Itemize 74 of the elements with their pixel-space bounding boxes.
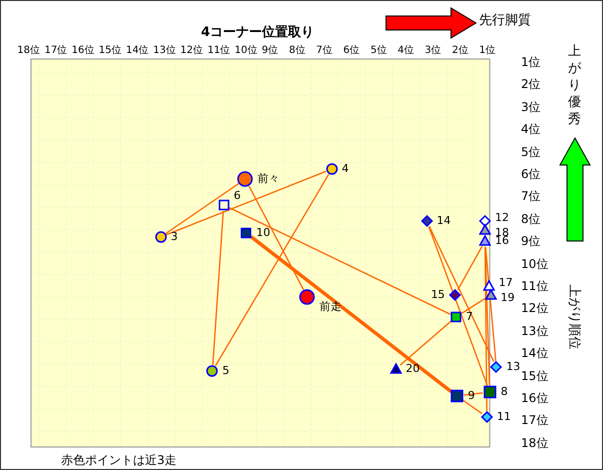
axis-note: 上がり順位	[566, 284, 582, 350]
point-label: 19	[500, 292, 515, 304]
point-label: 14	[436, 215, 451, 227]
axis-tick-label: 13位	[153, 44, 176, 57]
point-label: 11	[496, 411, 511, 423]
axis-tick-label: 7位	[521, 188, 541, 206]
axis-tick-label: 11位	[207, 44, 230, 57]
point-label: 10	[256, 227, 270, 239]
connector-line	[428, 226, 488, 386]
connector-line	[214, 174, 330, 366]
connector-line	[428, 226, 494, 362]
axis-tick-label: 11位	[521, 278, 548, 295]
axis-tick-label: 6位	[343, 44, 360, 57]
axis-tick-label: 2位	[521, 76, 541, 94]
axis-tick-label: 17位	[44, 44, 68, 57]
footnote: 赤色ポイントは近3走	[61, 452, 177, 469]
point-label: 8	[500, 386, 508, 398]
point-label: 20	[406, 363, 420, 375]
connector-line	[166, 170, 326, 236]
axis-tick-label: 10位	[234, 44, 258, 57]
axis-tick-label: 4位	[521, 121, 541, 138]
connector-line	[460, 298, 486, 314]
point-label: 17	[498, 277, 513, 289]
point-label: 5	[222, 365, 230, 377]
axis-note: 先行脚質	[479, 12, 531, 29]
axis-tick-label: 18位	[521, 434, 548, 452]
point-label: 16	[495, 235, 510, 247]
axis-tick-label: 5位	[521, 144, 541, 161]
point-label: 12	[495, 212, 510, 224]
point-label: 15	[430, 289, 445, 301]
axis-tick-label: 12位	[180, 44, 204, 57]
connector-line	[484, 246, 496, 362]
connector-line	[248, 186, 304, 290]
point-label: 7	[466, 311, 473, 323]
axis-tick-label: 14位	[521, 345, 548, 362]
connector-line	[165, 182, 240, 234]
axis-tick-label: 2位	[452, 44, 468, 57]
axis-tick-label: 6位	[521, 166, 541, 183]
axis-tick-label: 15位	[521, 368, 548, 385]
point-label: 4	[342, 163, 349, 175]
axis-tick-label: 10位	[521, 256, 548, 273]
connector-line	[484, 247, 488, 411]
connector-line	[462, 399, 482, 414]
axis-tick-label: 16位	[72, 44, 94, 57]
point-label: 13	[506, 361, 520, 373]
axis-tick-label: 9位	[262, 44, 278, 57]
connector-line	[250, 235, 452, 394]
axis-tick-label: 4位	[398, 44, 414, 57]
connector-line	[228, 207, 451, 315]
axis-tick-label: 12位	[521, 300, 548, 318]
point-label: 6	[234, 190, 241, 202]
axis-tick-label: 8位	[521, 210, 541, 228]
axis-tick-label: 8位	[288, 44, 306, 57]
axis-tick-label: 1位	[521, 54, 541, 71]
axis-tick-label: 14位	[126, 44, 149, 57]
axis-tick-label: 7位	[316, 44, 332, 57]
axis-tick-label: 9位	[521, 233, 541, 250]
connector-line	[212, 210, 224, 366]
axis-tick-label: 1位	[479, 44, 496, 57]
axis-tick-label: 18位	[17, 44, 40, 57]
axis-tick-label: 17位	[521, 412, 548, 430]
connector-line	[457, 246, 483, 290]
point-label: 3	[170, 231, 178, 243]
point-label: 前走	[319, 301, 342, 313]
axis-tick-label: 13位	[521, 322, 548, 340]
point-label: 前々	[257, 173, 280, 185]
axis-tick-label: 5位	[370, 44, 387, 57]
axis-tick-label: 16位	[521, 390, 548, 407]
axis-tick-label: 3位	[521, 98, 541, 116]
axis-tick-label: 3位	[424, 44, 442, 57]
chart-title: 4コーナー位置取り	[201, 24, 314, 41]
axis-note: 上がり優秀	[568, 43, 582, 128]
connector-line	[400, 320, 452, 366]
axis-tick-label: 15位	[98, 44, 122, 57]
